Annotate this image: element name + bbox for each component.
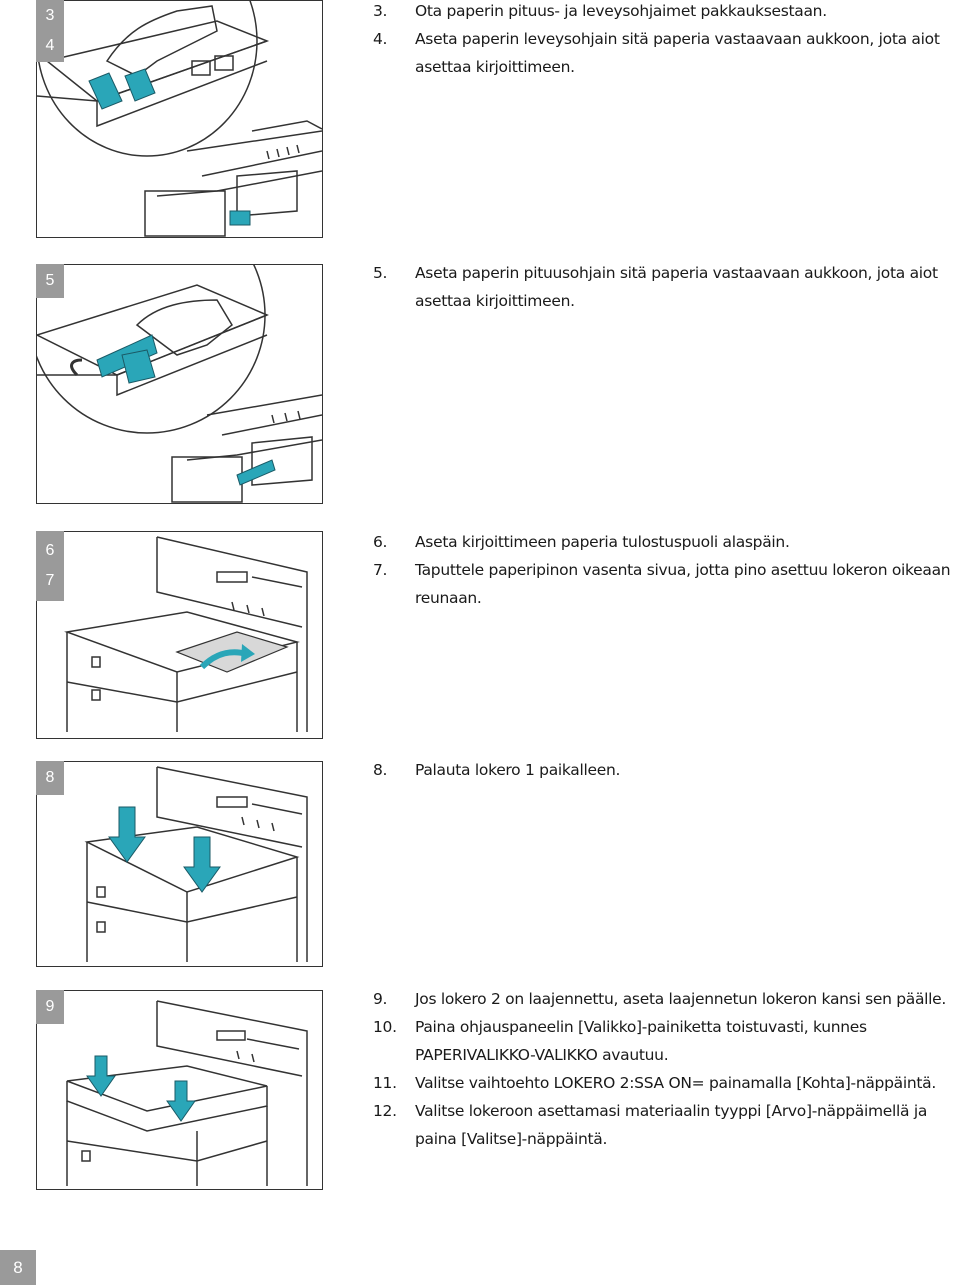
step-tab-5: 9	[36, 990, 64, 1024]
step-number: 5.	[373, 264, 388, 282]
printer-illustration-width-guide	[37, 1, 322, 237]
tab-label: 6	[45, 542, 55, 559]
step-text: Aseta paperin pituusohjain sitä paperia …	[415, 264, 938, 310]
printer-illustration-paper-stack	[64, 536, 308, 732]
step-item: 12. Valitse lokeroon asettamasi materiaal…	[373, 1097, 958, 1153]
step-item: 9. Jos lokero 2 on laajennettu, aseta laa…	[373, 985, 958, 1013]
step-text: Jos lokero 2 on laajennettu, aseta laaje…	[415, 990, 947, 1008]
step-number: 9.	[373, 990, 388, 1008]
tab-label: 8	[45, 769, 55, 786]
step-tab-3: 6 7	[36, 531, 64, 601]
illustration-frame-5	[36, 990, 323, 1190]
step-text: Valitse lokeroon asettamasi materiaalin …	[415, 1102, 928, 1148]
step-text: Aseta kirjoittimeen paperia tulostuspuol…	[415, 533, 790, 551]
step-item: 11. Valitse vaihtoehto LOKERO 2:SSA ON= p…	[373, 1069, 958, 1097]
step-number: 4.	[373, 30, 388, 48]
step-item: 3. Ota paperin pituus- ja leveysohjaimet …	[373, 0, 958, 25]
step-tab-4: 8	[36, 761, 64, 795]
illustration-frame-4	[36, 761, 323, 967]
tab-label: 5	[45, 272, 55, 289]
illustration-frame-2	[36, 264, 323, 504]
printer-illustration-reinsert-tray	[84, 766, 308, 962]
step-number: 8.	[373, 761, 388, 779]
tab-label: 9	[45, 998, 55, 1015]
step-text: Paina ohjauspaneelin [Valikko]-painikett…	[415, 1018, 867, 1064]
step-text: Aseta paperin leveysohjain sitä paperia …	[415, 30, 940, 76]
step-number: 12.	[373, 1102, 397, 1120]
step-text: Valitse vaihtoehto LOKERO 2:SSA ON= pain…	[415, 1074, 936, 1092]
step-list-3: 6. Aseta kirjoittimeen paperia tulostuspu…	[373, 528, 958, 612]
step-list-1: 3. Ota paperin pituus- ja leveysohjaimet …	[373, 0, 958, 81]
step-number: 3.	[373, 2, 388, 20]
step-list-2: 5. Aseta paperin pituusohjain sitä paperi…	[373, 259, 958, 315]
step-item: 10. Paina ohjauspaneelin [Valikko]-painik…	[373, 1013, 958, 1069]
step-text: Taputtele paperipinon vasenta sivua, jot…	[415, 561, 951, 607]
printer-illustration-tray-cover	[66, 1000, 308, 1186]
step-item: 5. Aseta paperin pituusohjain sitä paperi…	[373, 259, 958, 315]
step-list-5: 9. Jos lokero 2 on laajennettu, aseta laa…	[373, 985, 958, 1153]
step-item: 7. Taputtele paperipinon vasenta sivua, j…	[373, 556, 958, 612]
step-item: 4. Aseta paperin leveysohjain sitä paperi…	[373, 25, 958, 81]
step-number: 7.	[373, 561, 388, 579]
step-tab-2: 5	[36, 264, 64, 298]
step-item: 6. Aseta kirjoittimeen paperia tulostuspu…	[373, 528, 958, 556]
step-text: Palauta lokero 1 paikalleen.	[415, 761, 621, 779]
illustration-frame-3	[36, 531, 323, 739]
step-number: 6.	[373, 533, 388, 551]
step-tab-1: 3 4	[36, 0, 64, 62]
tab-label: 4	[45, 37, 55, 54]
step-number: 11.	[373, 1074, 397, 1092]
illustration-frame-1	[36, 0, 323, 238]
step-text: Ota paperin pituus- ja leveysohjaimet pa…	[415, 2, 827, 20]
tab-label: 7	[45, 572, 55, 589]
printer-illustration-length-guide	[37, 265, 322, 503]
step-number: 10.	[373, 1018, 397, 1036]
step-list-4: 8. Palauta lokero 1 paikalleen.	[373, 756, 958, 784]
page-number: 8	[0, 1250, 36, 1285]
step-item: 8. Palauta lokero 1 paikalleen.	[373, 756, 958, 784]
tab-label: 3	[45, 7, 55, 24]
